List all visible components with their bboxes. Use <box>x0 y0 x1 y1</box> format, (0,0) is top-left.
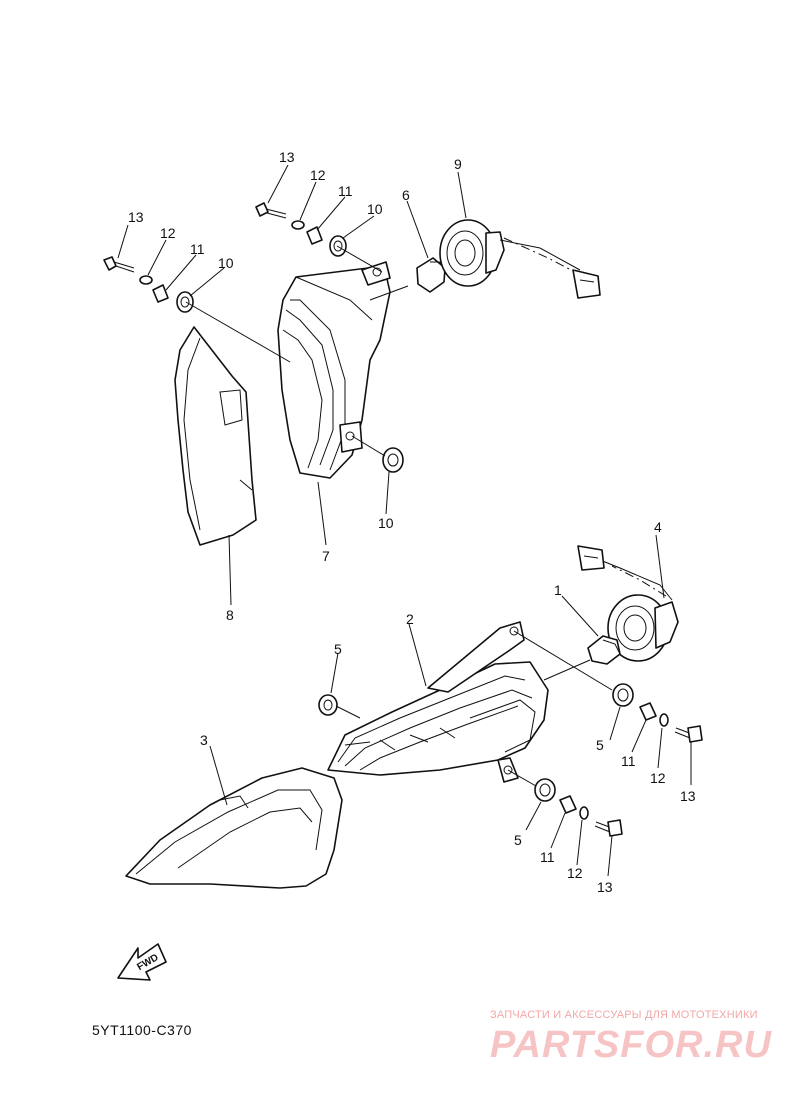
lower-fasteners-upper-row <box>612 683 703 743</box>
part-3-lens-cover <box>125 767 343 889</box>
callout-1: 1 <box>554 582 562 598</box>
callout-12: 12 <box>567 865 583 881</box>
callout-5: 5 <box>514 832 522 848</box>
callout-10: 10 <box>367 201 383 217</box>
callout-6: 6 <box>402 187 410 203</box>
part-9-socket <box>439 219 601 299</box>
diagram-code: 5YT1100-C370 <box>92 1022 192 1038</box>
callout-11: 11 <box>621 753 636 769</box>
callout-13: 13 <box>279 149 295 165</box>
callout-12: 12 <box>310 167 326 183</box>
fwd-arrow-icon: FWD <box>117 943 167 981</box>
part-2-lamp-housing <box>327 621 549 783</box>
callout-labels: 13 12 11 10 13 12 11 10 9 6 7 8 10 4 1 2… <box>128 149 696 895</box>
upper-fasteners-left <box>103 256 194 313</box>
lower-fasteners-lower-row <box>534 778 623 837</box>
callout-2: 2 <box>406 611 414 627</box>
part-8-lens-cover <box>174 326 257 546</box>
callout-13: 13 <box>680 788 696 804</box>
part-10-grommet-lower <box>382 447 404 473</box>
callout-7: 7 <box>322 548 330 564</box>
callout-12: 12 <box>650 770 666 786</box>
callout-11: 11 <box>338 183 353 199</box>
part-6-bulb <box>416 257 446 293</box>
callout-4: 4 <box>654 519 662 535</box>
watermark-logo: PARTSFOR.RU <box>490 1024 772 1066</box>
part-1-bulb <box>587 635 621 665</box>
callout-11: 11 <box>190 241 205 257</box>
callout-9: 9 <box>454 156 462 172</box>
part-7-lamp-housing <box>277 261 391 479</box>
upper-fasteners-right <box>255 202 347 257</box>
callout-3: 3 <box>200 732 208 748</box>
callout-5: 5 <box>334 641 342 657</box>
leader-lines <box>117 164 692 877</box>
callout-8: 8 <box>226 607 234 623</box>
callout-12: 12 <box>160 225 176 241</box>
callout-10: 10 <box>378 515 394 531</box>
part-4-socket <box>577 545 679 662</box>
callout-13: 13 <box>128 209 144 225</box>
callout-10: 10 <box>218 255 234 271</box>
watermark-tagline: ЗАПЧАСТИ И АКСЕССУАРЫ ДЛЯ МОТОТЕХНИКИ <box>490 1009 758 1021</box>
part-5-grommet-left <box>318 694 338 716</box>
callout-11: 11 <box>540 849 555 865</box>
callout-5: 5 <box>596 737 604 753</box>
callout-13: 13 <box>597 879 613 895</box>
